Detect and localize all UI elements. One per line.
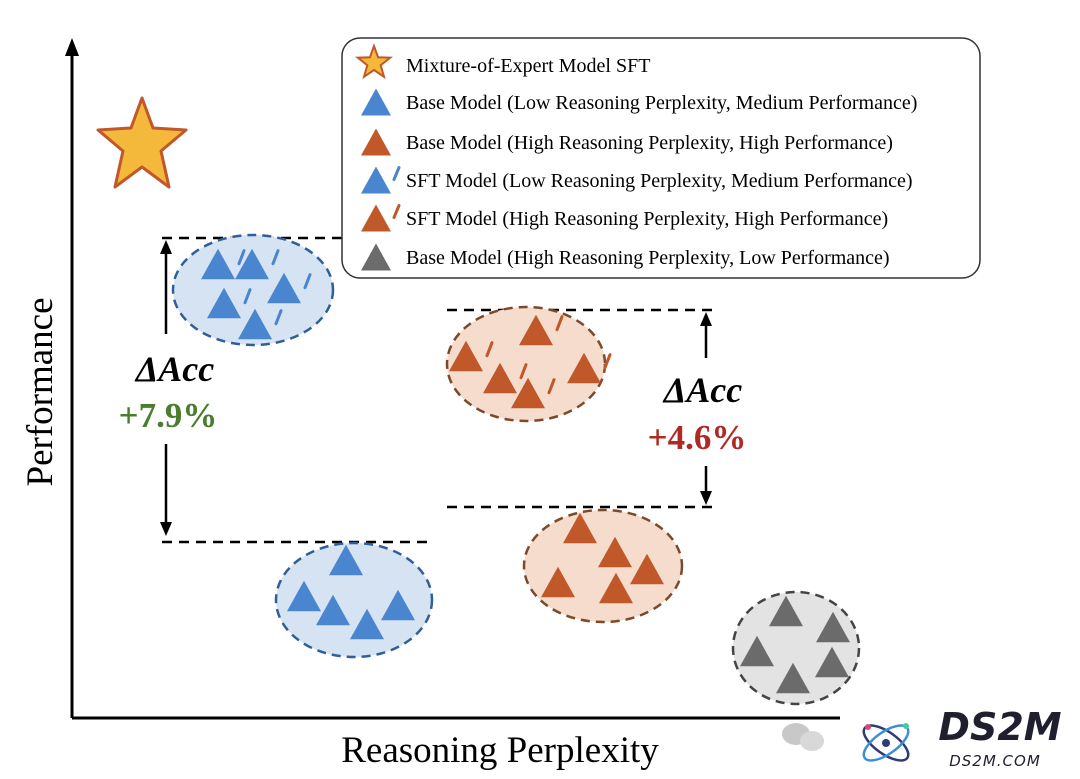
base-blue-triangle xyxy=(287,580,321,612)
sft-blue-triangle xyxy=(238,308,272,340)
legend-box xyxy=(341,37,981,279)
base-orange-markers xyxy=(541,512,664,604)
sft-orange-triangle xyxy=(449,340,483,372)
sft-orange-triangle-prime-mark xyxy=(603,353,612,370)
base-orange-triangle xyxy=(630,553,664,585)
base-gray-triangle xyxy=(776,662,810,694)
base-gray-triangle xyxy=(740,635,774,667)
legend-star-icon xyxy=(355,43,393,80)
sft-blue-triangle-prime-mark xyxy=(243,288,252,305)
legend-label-1: Base Model (Low Reasoning Perplexity, Me… xyxy=(406,92,917,114)
x-axis-label: Reasoning Perplexity xyxy=(341,730,659,771)
sft-blue-triangle xyxy=(235,248,269,280)
legend-base-gray-triangle-icon xyxy=(361,243,391,271)
legend-markers xyxy=(355,43,401,271)
right-delta-arrows xyxy=(700,312,712,505)
sft-blue-triangle-prime-mark xyxy=(237,249,246,266)
sft-orange-triangle-prime-mark xyxy=(547,378,556,395)
cluster-base-blue xyxy=(274,541,434,659)
sft-orange-triangle xyxy=(483,362,517,394)
base-orange-triangle xyxy=(563,512,597,544)
atom-logo-icon xyxy=(862,723,910,762)
legend-label-3: SFT Model (Low Reasoning Perplexity, Med… xyxy=(406,170,913,192)
base-gray-markers xyxy=(740,595,850,694)
sft-orange-triangle xyxy=(511,377,545,409)
legend-base-blue-triangle-icon xyxy=(361,88,391,116)
base-gray-triangle xyxy=(816,611,850,643)
base-blue-triangle xyxy=(316,594,350,626)
axes xyxy=(65,38,840,720)
watermark-subtext: DS2M.COM xyxy=(949,752,1041,770)
base-gray-triangle xyxy=(815,646,849,678)
y-axis-label: Performance xyxy=(20,297,61,486)
sft-blue-triangle-prime-mark xyxy=(303,273,312,290)
sft-blue-markers xyxy=(201,248,312,340)
legend-sft-blue-triangle-icon xyxy=(361,166,391,194)
left-delta-arrows xyxy=(160,240,172,536)
right-delta-label: ΔAcc xyxy=(662,370,743,410)
sft-orange-triangle xyxy=(519,314,553,346)
base-orange-triangle xyxy=(599,572,633,604)
sft-orange-triangle-prime-mark xyxy=(519,363,528,380)
base-gray-triangle xyxy=(769,595,803,627)
sft-blue-triangle xyxy=(207,287,241,319)
legend-label-2: Base Model (High Reasoning Perplexity, H… xyxy=(406,132,893,154)
base-blue-triangle xyxy=(381,589,415,621)
left-delta-label: ΔAcc xyxy=(134,349,215,389)
legend: Mixture-of-Expert Model SFT Base Model (… xyxy=(341,37,981,279)
base-blue-triangle xyxy=(329,544,363,576)
watermark-brand: DS2M xyxy=(938,705,1061,749)
y-axis-arrow-icon xyxy=(65,38,79,56)
legend-label-4: SFT Model (High Reasoning Perplexity, Hi… xyxy=(406,208,888,230)
left-delta-value: +7.9% xyxy=(119,396,218,435)
legend-label-0: Mixture-of-Expert Model SFT xyxy=(406,55,650,77)
sft-orange-markers xyxy=(449,314,612,409)
legend-sft-orange-triangle-icon-prime-mark xyxy=(392,204,401,219)
sft-blue-triangle-prime-mark xyxy=(271,249,280,266)
sft-blue-triangle xyxy=(201,248,235,280)
wechat-icon xyxy=(782,723,824,751)
moe-sft-star-icon xyxy=(96,96,188,189)
sft-orange-triangle-prime-mark xyxy=(555,315,564,332)
sft-orange-triangle xyxy=(567,352,601,384)
base-orange-triangle xyxy=(598,536,632,568)
base-blue-markers xyxy=(287,544,415,640)
legend-base-orange-triangle-icon xyxy=(361,128,391,156)
watermark: DS2M DS2M.COM xyxy=(782,705,1062,770)
base-orange-triangle xyxy=(541,566,575,598)
legend-sft-orange-triangle-icon xyxy=(361,204,391,232)
base-blue-triangle xyxy=(350,608,384,640)
sft-orange-triangle-prime-mark xyxy=(485,341,494,358)
legend-sft-blue-triangle-icon-prime-mark xyxy=(392,166,401,181)
right-delta-value: +4.6% xyxy=(648,418,747,457)
legend-label-5: Base Model (High Reasoning Perplexity, L… xyxy=(406,247,890,269)
sft-blue-triangle-prime-mark xyxy=(274,309,283,326)
sft-blue-triangle xyxy=(267,272,301,304)
